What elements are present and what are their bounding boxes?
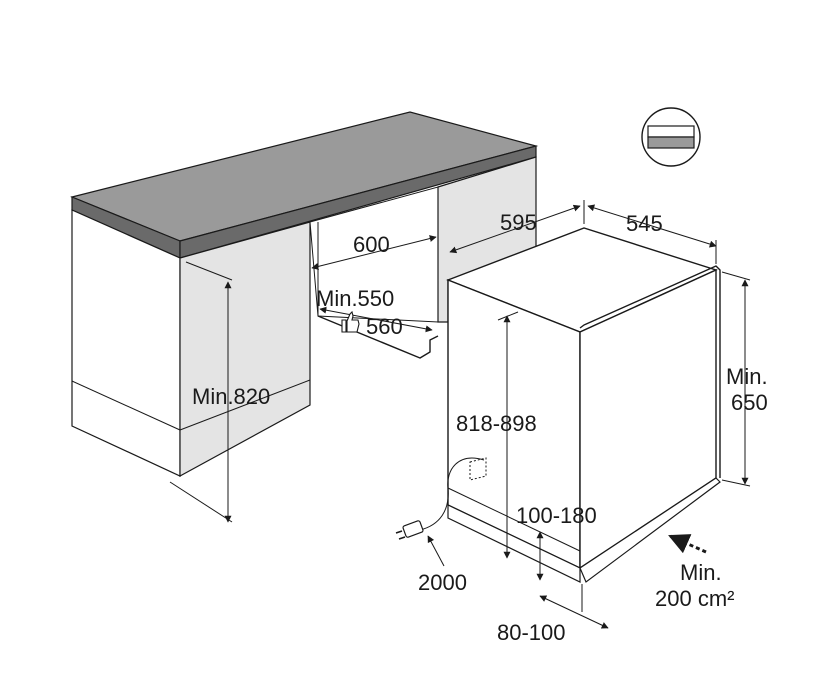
appliance-height-label: 818-898 [456,411,537,436]
thumbs-up-icon [341,310,360,333]
plinth-height-label: 100-180 [516,503,597,528]
drawer-symbol-icon [641,107,701,167]
plug-icon [395,520,424,540]
dishwasher [446,227,721,583]
cable-length-label: 2000 [418,570,467,595]
clearance-height-line2: 650 [731,390,768,415]
opening-min-label: Min.550 [316,286,394,311]
appliance-width-label: 595 [500,210,537,235]
ventilation-line1: Min. [680,560,722,585]
cabinet-height-label: Min.820 [192,384,270,409]
ventilation-arrow-icon [668,534,707,554]
appliance-depth-label: 545 [626,211,663,236]
ventilation-line2: 200 cm² [655,586,734,611]
power-cable [395,457,487,567]
opening-recommended-label: 560 [366,314,403,339]
clearance-height-line1: Min. [726,364,768,389]
cabinet-width-label: 600 [353,232,390,257]
plinth-depth-label: 80-100 [497,620,566,645]
